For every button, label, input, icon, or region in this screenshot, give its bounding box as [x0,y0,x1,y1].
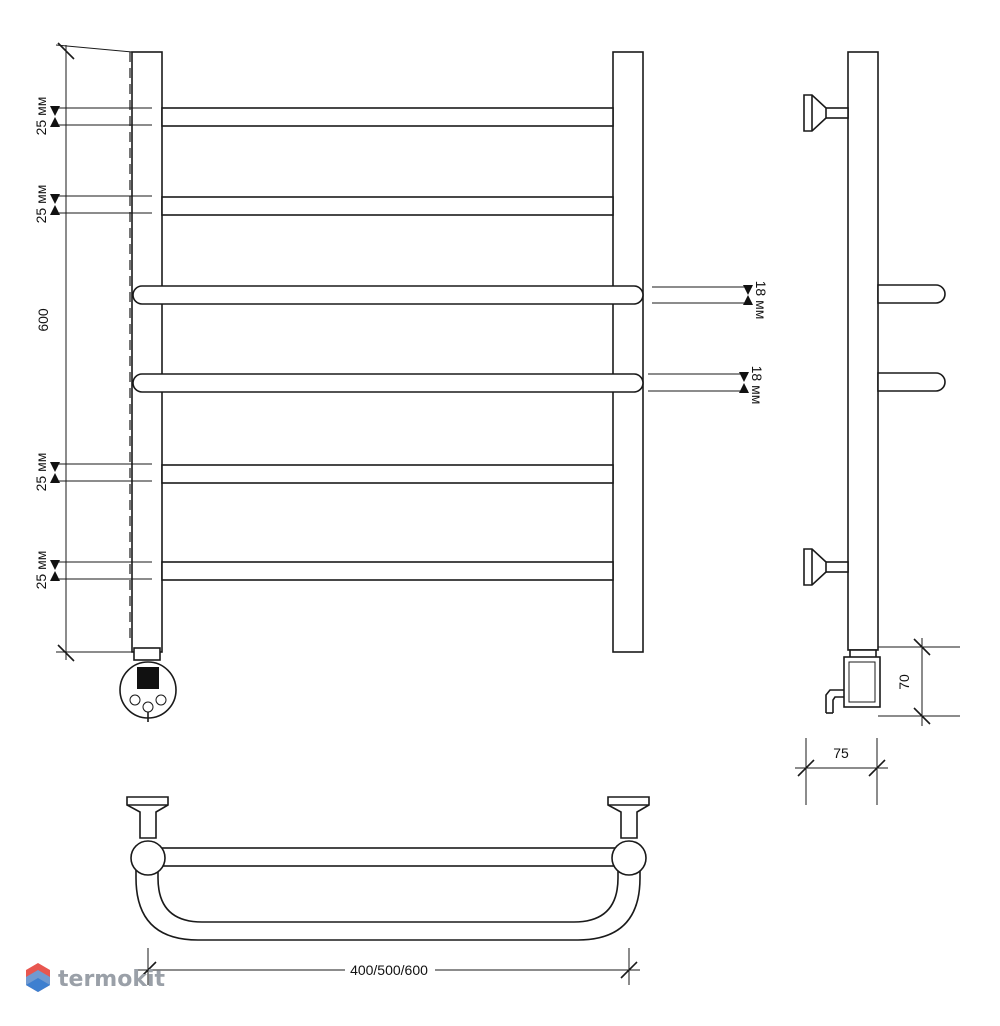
spacing-label-4: 25 мм [33,551,49,590]
heater-button-left [129,694,141,706]
front-view: 600 25 мм 25 мм 25 мм 25 мм [33,42,769,722]
crossbar-6 [161,561,614,581]
side-bar-1 [877,284,946,304]
bar-label-2: 18 мм [749,366,765,405]
heater-neck [133,647,161,661]
spacing-dimension-3: 25 мм [33,453,152,492]
side-view: 70 75 [795,51,960,805]
crossbar-3-through [132,285,644,305]
width-dimension: 400/500/600 [138,948,640,985]
heater-display [137,667,159,689]
u-bar-inner [157,860,619,923]
bar-dimension-2: 18 мм [648,366,765,405]
spacing-label-3: 25 мм [33,453,49,492]
height-tick-bottom [57,644,75,662]
side-post [847,51,879,651]
side-heater-cable-inner [832,696,844,713]
right-post [612,51,644,653]
depth-dimension: 75 [795,738,888,805]
left-post [131,51,163,653]
depth-label: 75 [833,745,849,761]
heater-height-label: 70 [896,674,912,690]
spacing-dimension-2: 25 мм [33,185,152,224]
side-bar-2 [877,372,946,392]
top-mount-right [607,796,650,876]
spacing-dimension-4: 25 мм [33,551,152,590]
bar-label-1: 18 мм [753,281,769,320]
spacing-label-2: 25 мм [33,185,49,224]
top-view: 400/500/600 [126,796,650,985]
wall-mount-bottom [803,548,849,586]
width-label: 400/500/600 [350,962,428,978]
side-heater-housing [843,656,881,708]
crossbar-5 [161,464,614,484]
spacing-dimension-1: 25 мм [33,97,152,136]
side-heater-inner [848,661,876,703]
crossbar-4-through [132,373,644,393]
u-bar-outer [135,858,641,941]
wall-mount-top [803,94,849,132]
crossbar-1 [161,107,614,127]
bar-dimension-1: 18 мм [652,281,769,320]
side-heater-cable-outer [825,689,844,713]
heater-button-right [155,694,167,706]
height-ext-top [55,44,133,53]
crossbar-2 [161,196,614,216]
top-straight-bar [149,847,629,867]
height-label: 600 [35,308,51,332]
logo-text: termokit [58,967,165,992]
termokit-logo: termokit [26,963,165,992]
heater-height-dimension: 70 [878,638,960,726]
spacing-label-1: 25 мм [33,97,49,136]
top-mount-left [126,796,169,876]
height-tick-top [57,42,75,60]
